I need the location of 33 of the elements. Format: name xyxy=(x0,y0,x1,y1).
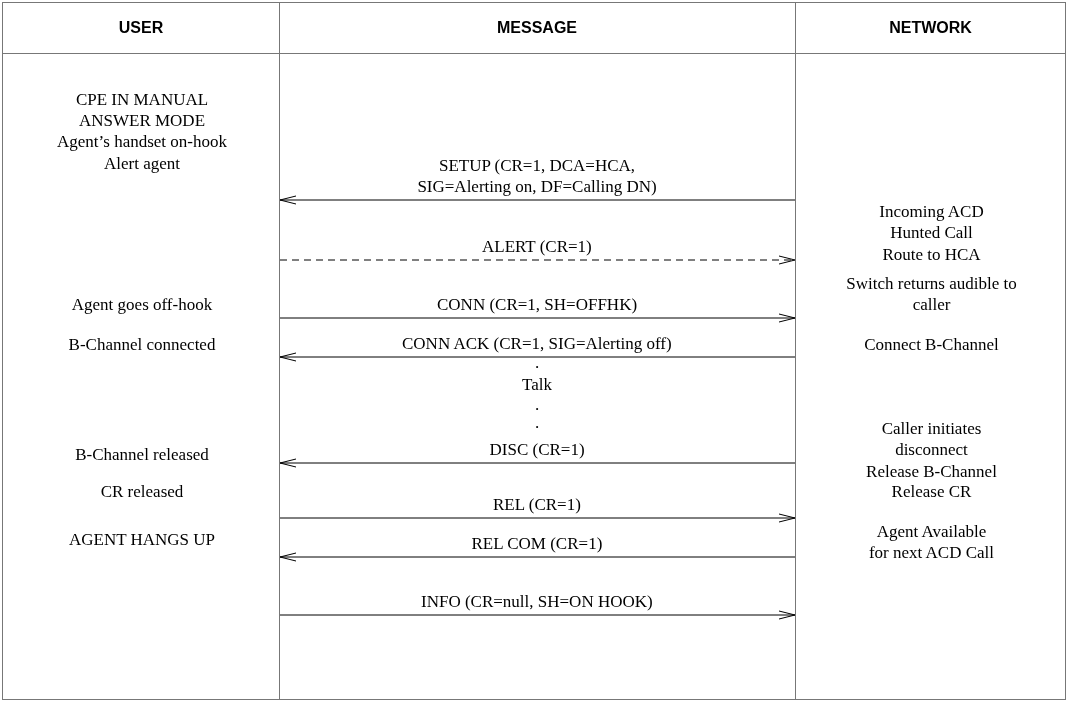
user-step: Agent’s handset on-hook xyxy=(12,131,272,152)
network-step: Agent Available for next ACD Call xyxy=(866,521,997,563)
table-column xyxy=(795,2,1066,700)
user-step: CPE IN MANUAL ANSWER MODE xyxy=(47,89,237,131)
user-step: Agent goes off-hook xyxy=(32,294,252,315)
network-step: Release B-Channel xyxy=(821,461,1042,482)
message-arrow xyxy=(279,513,796,523)
column-header: MESSAGE xyxy=(497,19,577,37)
user-step: B-Channel connected xyxy=(32,334,252,355)
user-step: Alert agent xyxy=(42,153,242,174)
table-column xyxy=(2,2,280,700)
column-header: NETWORK xyxy=(889,19,972,37)
network-step: Caller initiates disconnect xyxy=(866,418,997,460)
message-arrow xyxy=(279,352,796,362)
ellipsis-dot: . xyxy=(534,412,540,433)
message-arrow xyxy=(279,552,796,562)
ellipsis-dot: . xyxy=(534,353,540,373)
user-step: CR released xyxy=(32,481,252,502)
column-header: USER xyxy=(118,19,164,37)
message-arrow xyxy=(279,255,796,265)
user-step: B-Channel released xyxy=(32,444,252,465)
talk-label: Talk xyxy=(522,374,552,395)
user-step: AGENT HANGS UP xyxy=(32,529,252,550)
network-step: Route to HCA xyxy=(856,244,1007,265)
message-arrow xyxy=(279,195,796,205)
message-arrow xyxy=(279,313,796,323)
network-step: Switch returns audible to caller xyxy=(844,273,1019,315)
ellipsis-dot: . xyxy=(534,394,540,415)
network-step: Incoming ACD Hunted Call xyxy=(866,201,997,243)
network-step: Release CR xyxy=(821,481,1042,502)
network-step: Connect B-Channel xyxy=(821,334,1042,355)
message-arrow xyxy=(279,610,796,620)
message-arrow xyxy=(279,458,796,468)
